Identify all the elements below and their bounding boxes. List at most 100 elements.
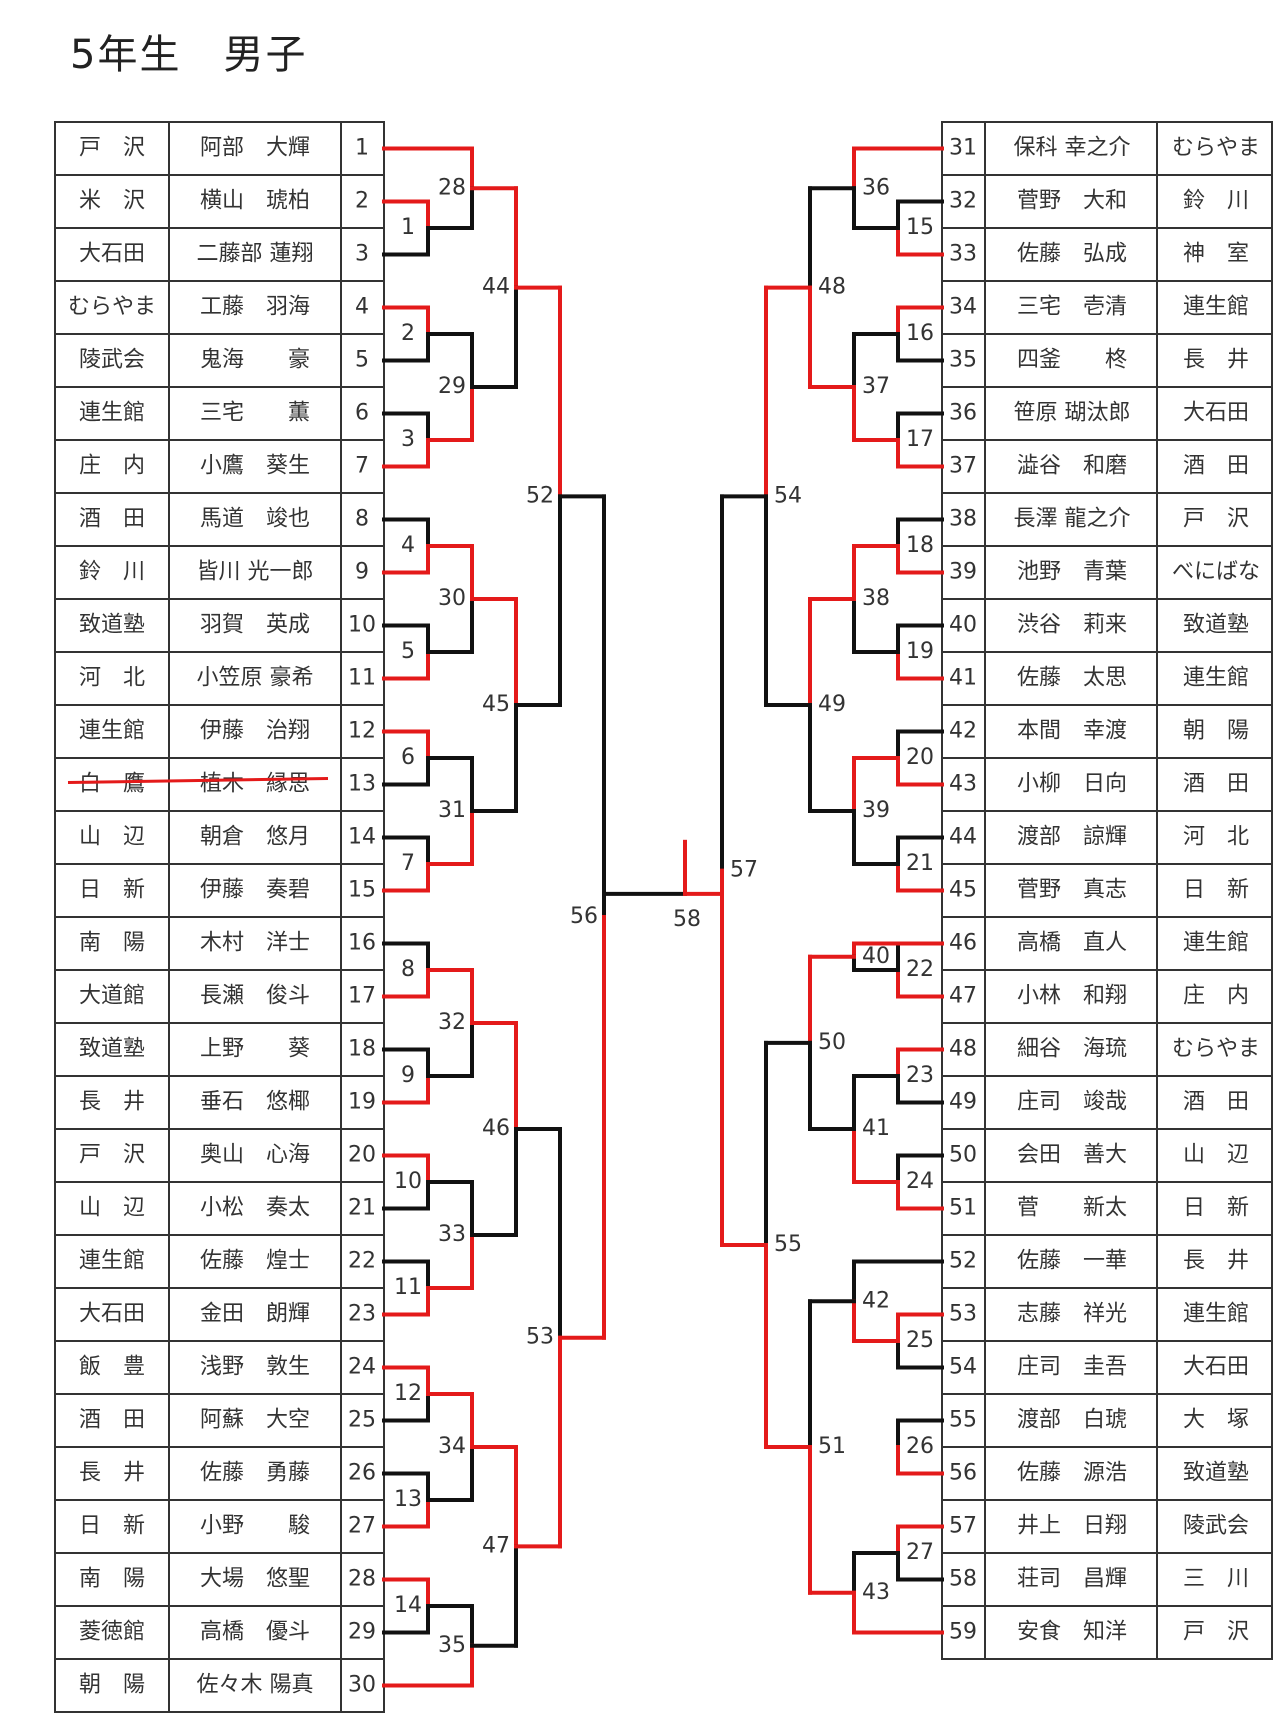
match-number: 3 — [401, 427, 415, 452]
entry-dojo: べにばな — [1172, 560, 1260, 585]
entry-name: 阿部 大輝 — [200, 136, 310, 161]
entry-dojo: 大石田 — [79, 1302, 145, 1327]
entry-name: 小林 和翔 — [1017, 984, 1127, 1009]
match-number: 13 — [394, 1487, 422, 1512]
entry-number: 37 — [949, 454, 977, 479]
entry-dojo: 飯 豊 — [79, 1355, 145, 1380]
entry-name: 会田 善大 — [1017, 1143, 1127, 1168]
entry-name: 高橋 直人 — [1017, 931, 1127, 956]
entry-name: 保科 幸之介 — [1014, 136, 1131, 161]
match-number: 36 — [862, 175, 890, 200]
entry-number: 53 — [949, 1302, 977, 1327]
match-number: 43 — [862, 1580, 890, 1605]
match-number: 7 — [401, 851, 415, 876]
entry-number: 14 — [348, 825, 376, 850]
entry-name: 浅野 敦生 — [200, 1355, 310, 1380]
entry-number: 17 — [348, 984, 376, 1009]
entry-number: 2 — [355, 189, 369, 214]
entry-dojo: 南 陽 — [79, 1567, 145, 1592]
entry-number: 35 — [949, 348, 977, 373]
entry-number: 4 — [355, 295, 369, 320]
page-title: 5年生 男子 — [70, 32, 308, 78]
match-number: 28 — [438, 175, 466, 200]
entry-number: 15 — [348, 878, 376, 903]
entry-number: 16 — [348, 931, 376, 956]
entry-number: 11 — [348, 666, 376, 691]
match-number: 42 — [862, 1288, 890, 1313]
entry-name: 渡部 白琥 — [1017, 1408, 1127, 1433]
entry-name: 工藤 羽海 — [200, 295, 310, 320]
entry-dojo: 戸 沢 — [1183, 1620, 1249, 1645]
entry-name: 長澤 龍之介 — [1014, 507, 1131, 532]
entry-dojo: 連生館 — [1183, 295, 1249, 320]
match-number: 51 — [818, 1434, 846, 1459]
entry-dojo: 日 新 — [79, 1514, 145, 1539]
entry-name: 佐々木 陽真 — [197, 1673, 314, 1698]
match-number: 2 — [401, 321, 415, 346]
entry-dojo: 河 北 — [1183, 825, 1249, 850]
entry-dojo: 連生館 — [1183, 931, 1249, 956]
entry-dojo: 山 辺 — [1183, 1143, 1249, 1168]
match-number: 49 — [818, 692, 846, 717]
entry-dojo: 致道塾 — [1183, 1461, 1249, 1486]
entry-number: 46 — [949, 931, 977, 956]
entry-name: 四釜 柊 — [1017, 348, 1127, 373]
entry-name: 菅 新太 — [1017, 1196, 1127, 1221]
match-number: 1 — [401, 215, 415, 240]
entry-name: 小鷹 葵生 — [200, 454, 310, 479]
entry-number: 1 — [355, 136, 369, 161]
entry-number: 56 — [949, 1461, 977, 1486]
entry-name: 三宅 薫 — [200, 401, 310, 426]
entry-number: 57 — [949, 1514, 977, 1539]
entry-number: 7 — [355, 454, 369, 479]
entry-name: 庄司 圭吾 — [1017, 1355, 1127, 1380]
entry-dojo: 長 井 — [1183, 1249, 1249, 1274]
entry-number: 19 — [348, 1090, 376, 1115]
entry-name: 本間 幸渡 — [1017, 719, 1127, 744]
entry-name: 朝倉 悠月 — [200, 825, 310, 850]
match-number: 48 — [818, 275, 846, 300]
entry-name: 佐藤 弘成 — [1017, 242, 1127, 267]
entry-dojo: 南 陽 — [79, 931, 145, 956]
entry-number: 32 — [949, 189, 977, 214]
entry-dojo: 酒 田 — [79, 1408, 145, 1433]
match-number: 50 — [818, 1030, 846, 1055]
entry-dojo: むらやま — [1172, 1037, 1260, 1062]
match-number: 35 — [438, 1633, 466, 1658]
match-number: 44 — [482, 275, 510, 300]
entry-name: 阿蘇 大空 — [200, 1408, 310, 1433]
entry-dojo: 日 新 — [1183, 1196, 1249, 1221]
entry-name: 二藤部 蓮翔 — [197, 242, 314, 267]
entry-number: 25 — [348, 1408, 376, 1433]
match-number: 22 — [906, 957, 934, 982]
entry-name: 金田 朗輝 — [200, 1302, 310, 1327]
match-number: 25 — [906, 1328, 934, 1353]
entry-dojo: 大石田 — [1183, 401, 1249, 426]
entry-name: 小松 奏太 — [200, 1196, 310, 1221]
entry-dojo: 連生館 — [1183, 1302, 1249, 1327]
entry-dojo: 大石田 — [1183, 1355, 1249, 1380]
entry-number: 39 — [949, 560, 977, 585]
entry-name: 佐藤 一華 — [1017, 1249, 1127, 1274]
match-number: 17 — [906, 427, 934, 452]
entry-number: 29 — [348, 1620, 376, 1645]
entry-number: 41 — [949, 666, 977, 691]
entry-number: 34 — [949, 295, 977, 320]
match-number: 20 — [906, 745, 934, 770]
match-number: 40 — [862, 944, 890, 969]
match-number: 16 — [906, 321, 934, 346]
entry-dojo: 酒 田 — [1183, 1090, 1249, 1115]
entry-dojo: 連生館 — [1183, 666, 1249, 691]
match-number: 19 — [906, 639, 934, 664]
entry-name: 伊藤 奏碧 — [200, 878, 310, 903]
entry-dojo: 三 川 — [1183, 1567, 1249, 1592]
entry-dojo: 大石田 — [79, 242, 145, 267]
entry-dojo: 連生館 — [79, 1249, 145, 1274]
match-number: 29 — [438, 374, 466, 399]
entry-name: 奥山 心海 — [200, 1143, 310, 1168]
match-number: 41 — [862, 1116, 890, 1141]
entry-dojo: 酒 田 — [1183, 772, 1249, 797]
match-number: 56 — [570, 904, 598, 929]
match-number: 45 — [482, 692, 510, 717]
